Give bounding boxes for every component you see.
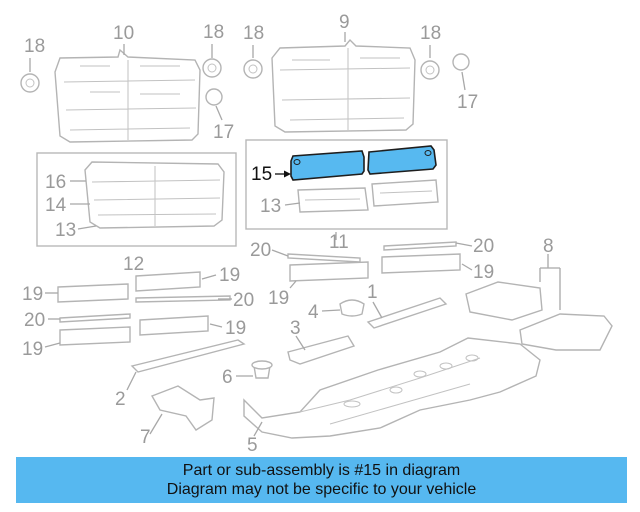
part-18-fastener-mid xyxy=(202,58,222,78)
callout-17-right: 17 xyxy=(457,92,478,113)
part-18-fastener-top-left xyxy=(243,59,263,79)
callout-10: 10 xyxy=(113,23,134,44)
part-1-sill xyxy=(366,297,448,329)
part-8-tub-upper xyxy=(465,281,543,321)
part-10-panel xyxy=(54,48,201,143)
callout-19-b: 19 xyxy=(268,288,289,309)
part-20-rail-top-left xyxy=(287,253,361,263)
part-19-trim-c xyxy=(139,315,209,336)
group-box-11 xyxy=(245,139,448,230)
callout-5: 5 xyxy=(247,435,258,455)
callout-3: 3 xyxy=(290,318,301,339)
group-box-12 xyxy=(36,152,237,247)
part-19-trim-b xyxy=(57,283,129,303)
callout-18-top-mid: 18 xyxy=(203,22,224,43)
part-17-grommet-left xyxy=(205,88,223,106)
part-18-fastener-left xyxy=(20,73,40,93)
caption-line-2: Diagram may not be specific to your vehi… xyxy=(166,481,477,498)
callout-20-a: 20 xyxy=(250,240,271,261)
callout-12: 12 xyxy=(123,254,144,275)
callout-20-c: 20 xyxy=(233,290,254,311)
part-17-grommet-right xyxy=(452,53,470,71)
callout-19-c: 19 xyxy=(219,265,240,286)
part-19-trim-d xyxy=(59,326,131,346)
caption-banner: Part or sub-assembly is #15 in diagram D… xyxy=(16,457,627,503)
callout-11: 11 xyxy=(329,232,349,253)
part-5-floor-pan xyxy=(243,337,541,439)
part-13-panel-right xyxy=(297,179,439,213)
callout-20-b: 20 xyxy=(473,236,494,257)
part-18-fastener-right xyxy=(420,60,440,80)
callout-18-mid: 18 xyxy=(243,23,264,44)
part-2-rail xyxy=(130,339,246,373)
part-6-plug xyxy=(251,360,273,379)
parts-diagram: 18 10 18 17 18 9 18 17 16 14 13 12 15 13… xyxy=(20,12,613,455)
callout-15: 15 xyxy=(251,164,272,185)
part-15-panel-left xyxy=(290,150,365,181)
callout-19-d: 19 xyxy=(22,284,43,305)
callout-19-f: 19 xyxy=(22,339,43,360)
callout-8: 8 xyxy=(543,236,554,257)
part-20-rail-top-right xyxy=(383,241,457,251)
callout-6: 6 xyxy=(222,367,233,388)
callout-9: 9 xyxy=(339,12,350,33)
callout-16: 16 xyxy=(45,172,66,193)
callout-4: 4 xyxy=(308,302,319,323)
part-7-bracket xyxy=(150,385,215,431)
part-19-trim-left xyxy=(289,261,369,282)
callout-17-left: 17 xyxy=(213,122,234,143)
callout-2: 2 xyxy=(115,389,126,410)
part-19-trim-a xyxy=(135,271,201,292)
callout-7: 7 xyxy=(140,427,151,448)
callout-13-left: 13 xyxy=(55,220,76,241)
part-19-trim-right xyxy=(381,253,461,274)
part-8-tub-lower xyxy=(519,313,613,351)
part-20-rail-b xyxy=(59,313,131,323)
caption-line-1: Part or sub-assembly is #15 in diagram xyxy=(182,462,461,479)
callout-18-top-left: 18 xyxy=(24,36,45,57)
part-4-cup xyxy=(339,299,365,317)
part-3-bracket xyxy=(287,335,356,365)
callout-14: 14 xyxy=(45,195,67,216)
part-15-panel-right xyxy=(367,145,437,175)
callout-13-right: 13 xyxy=(260,196,281,217)
callout-20-d: 20 xyxy=(24,310,45,331)
part-20-rail-a xyxy=(135,295,231,303)
callout-18-right: 18 xyxy=(420,23,441,44)
callout-1: 1 xyxy=(367,282,378,303)
part-14-16-panel xyxy=(84,161,225,229)
callout-19-e: 19 xyxy=(225,318,246,339)
part-9-panel xyxy=(271,38,416,133)
callout-19-a: 19 xyxy=(473,262,494,283)
